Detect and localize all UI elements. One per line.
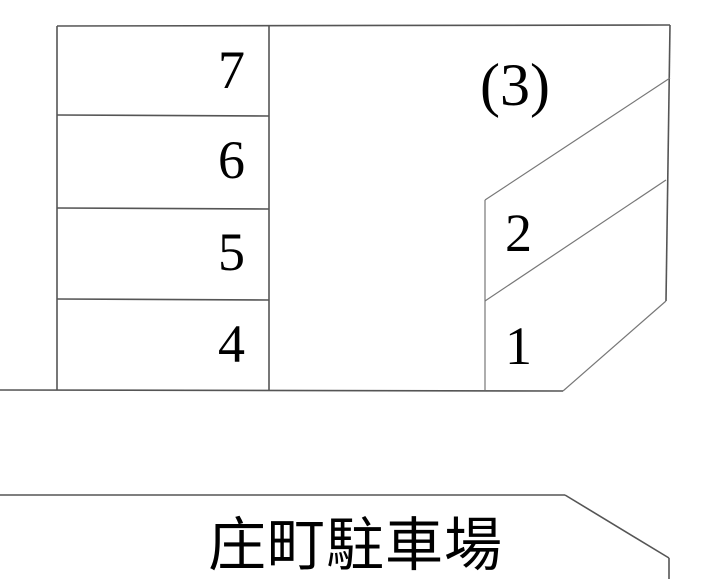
stall-number-7: 7 [218, 40, 245, 100]
right-block-diagonal-top [484, 77, 671, 201]
stall-number-5: 5 [218, 222, 245, 282]
stall-divider-7-6 [56, 114, 270, 117]
lot-top-edge [56, 24, 671, 27]
stall-number-2: 2 [505, 203, 532, 263]
right-block-diagonal-bottom [562, 300, 667, 392]
lot-bottom-edge [0, 389, 564, 392]
lot-right-edge [665, 24, 671, 302]
zone-label-3: (3) [480, 52, 550, 118]
lot-title: 庄町駐車場 [207, 511, 503, 579]
stall-number-4: 4 [218, 314, 245, 374]
banner-diagonal-edge [564, 494, 670, 559]
stall-number-1: 1 [505, 316, 532, 376]
stall-number-6: 6 [218, 130, 245, 190]
stall-divider-2-1-diagonal [484, 179, 667, 302]
stall-divider-5-4 [56, 298, 270, 301]
stall-divider-6-5 [56, 207, 270, 210]
